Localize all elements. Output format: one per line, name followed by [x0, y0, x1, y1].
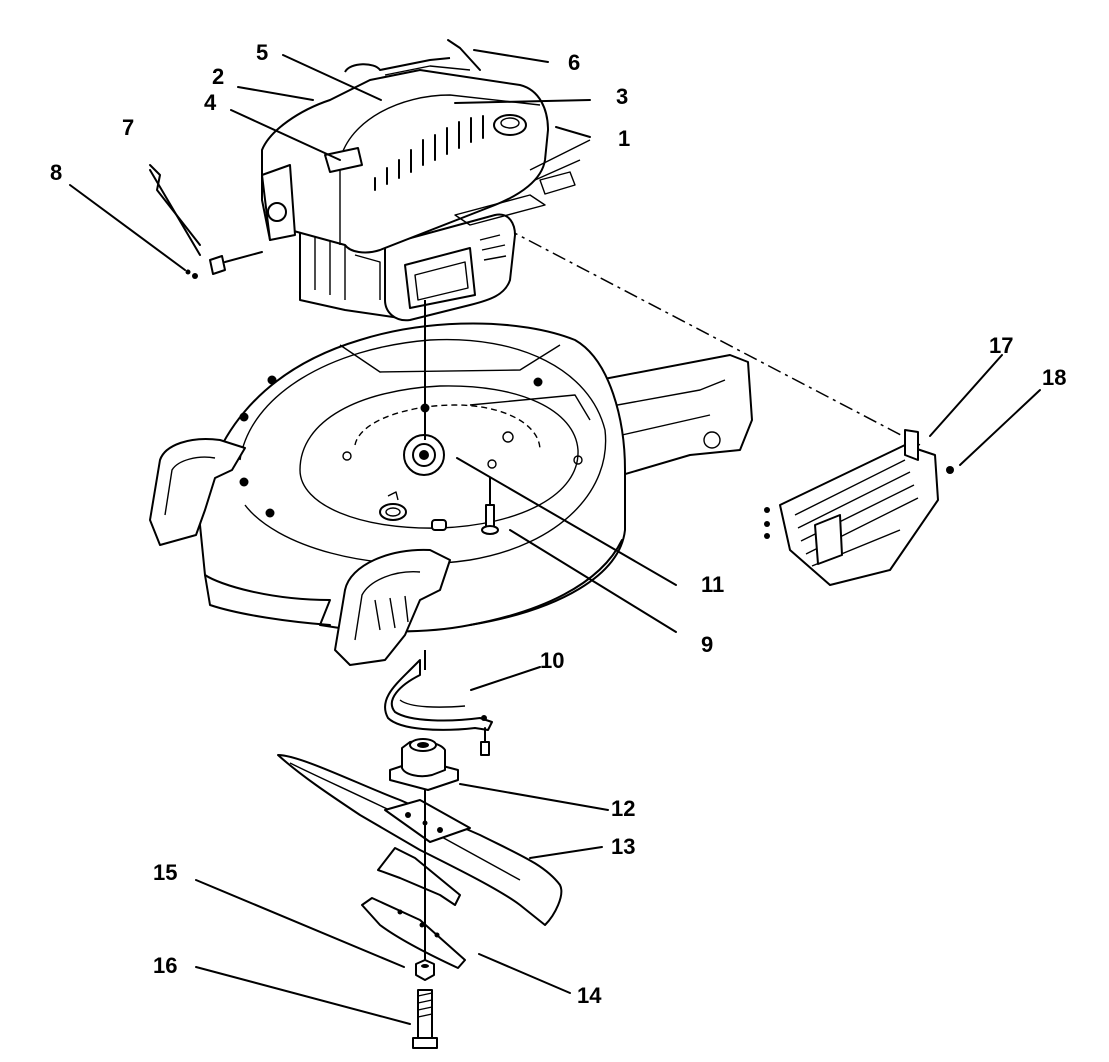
clip [209, 251, 263, 275]
callout-2: 2 [212, 64, 224, 89]
part-8-screw [185, 269, 198, 279]
assembly-line-deflector [504, 227, 921, 446]
part-7-wire [149, 164, 201, 246]
callout-11: 11 [701, 572, 724, 597]
callout-18: 18 [1042, 365, 1066, 390]
callout-4: 4 [204, 90, 217, 115]
callout-5: 5 [256, 40, 268, 65]
callout-6: 6 [568, 50, 580, 75]
callout-10: 10 [540, 648, 564, 673]
callout-9: 9 [701, 632, 713, 657]
part-15-nut [415, 959, 435, 981]
part-18-screw [946, 466, 954, 474]
callout-17: 17 [989, 333, 1013, 358]
callout-labels: 1 2 3 4 5 6 7 8 9 10 11 12 13 14 15 16 1… [50, 40, 1066, 1008]
front-bumper-right [334, 548, 451, 666]
leader-lines [69, 49, 1041, 1025]
mower-deck [199, 322, 753, 633]
part-14-stiffener [361, 847, 466, 969]
callout-14: 14 [577, 983, 602, 1008]
callout-15: 15 [153, 860, 177, 885]
callout-1: 1 [618, 126, 630, 151]
part-16-bolt [412, 989, 438, 1049]
part-10-bracket [384, 650, 493, 756]
part-12-blade-adapter [389, 738, 459, 791]
callout-13: 13 [611, 834, 635, 859]
callout-8: 8 [50, 160, 62, 185]
part-17-grass-deflector [764, 429, 939, 586]
engine-assembly [261, 39, 591, 322]
callout-16: 16 [153, 953, 177, 978]
callout-12: 12 [611, 796, 635, 821]
part-13-blade [277, 754, 563, 926]
front-bumper-left [149, 438, 246, 546]
part-9-bolt [481, 477, 499, 535]
callout-7: 7 [122, 115, 134, 140]
callout-3: 3 [616, 84, 628, 109]
